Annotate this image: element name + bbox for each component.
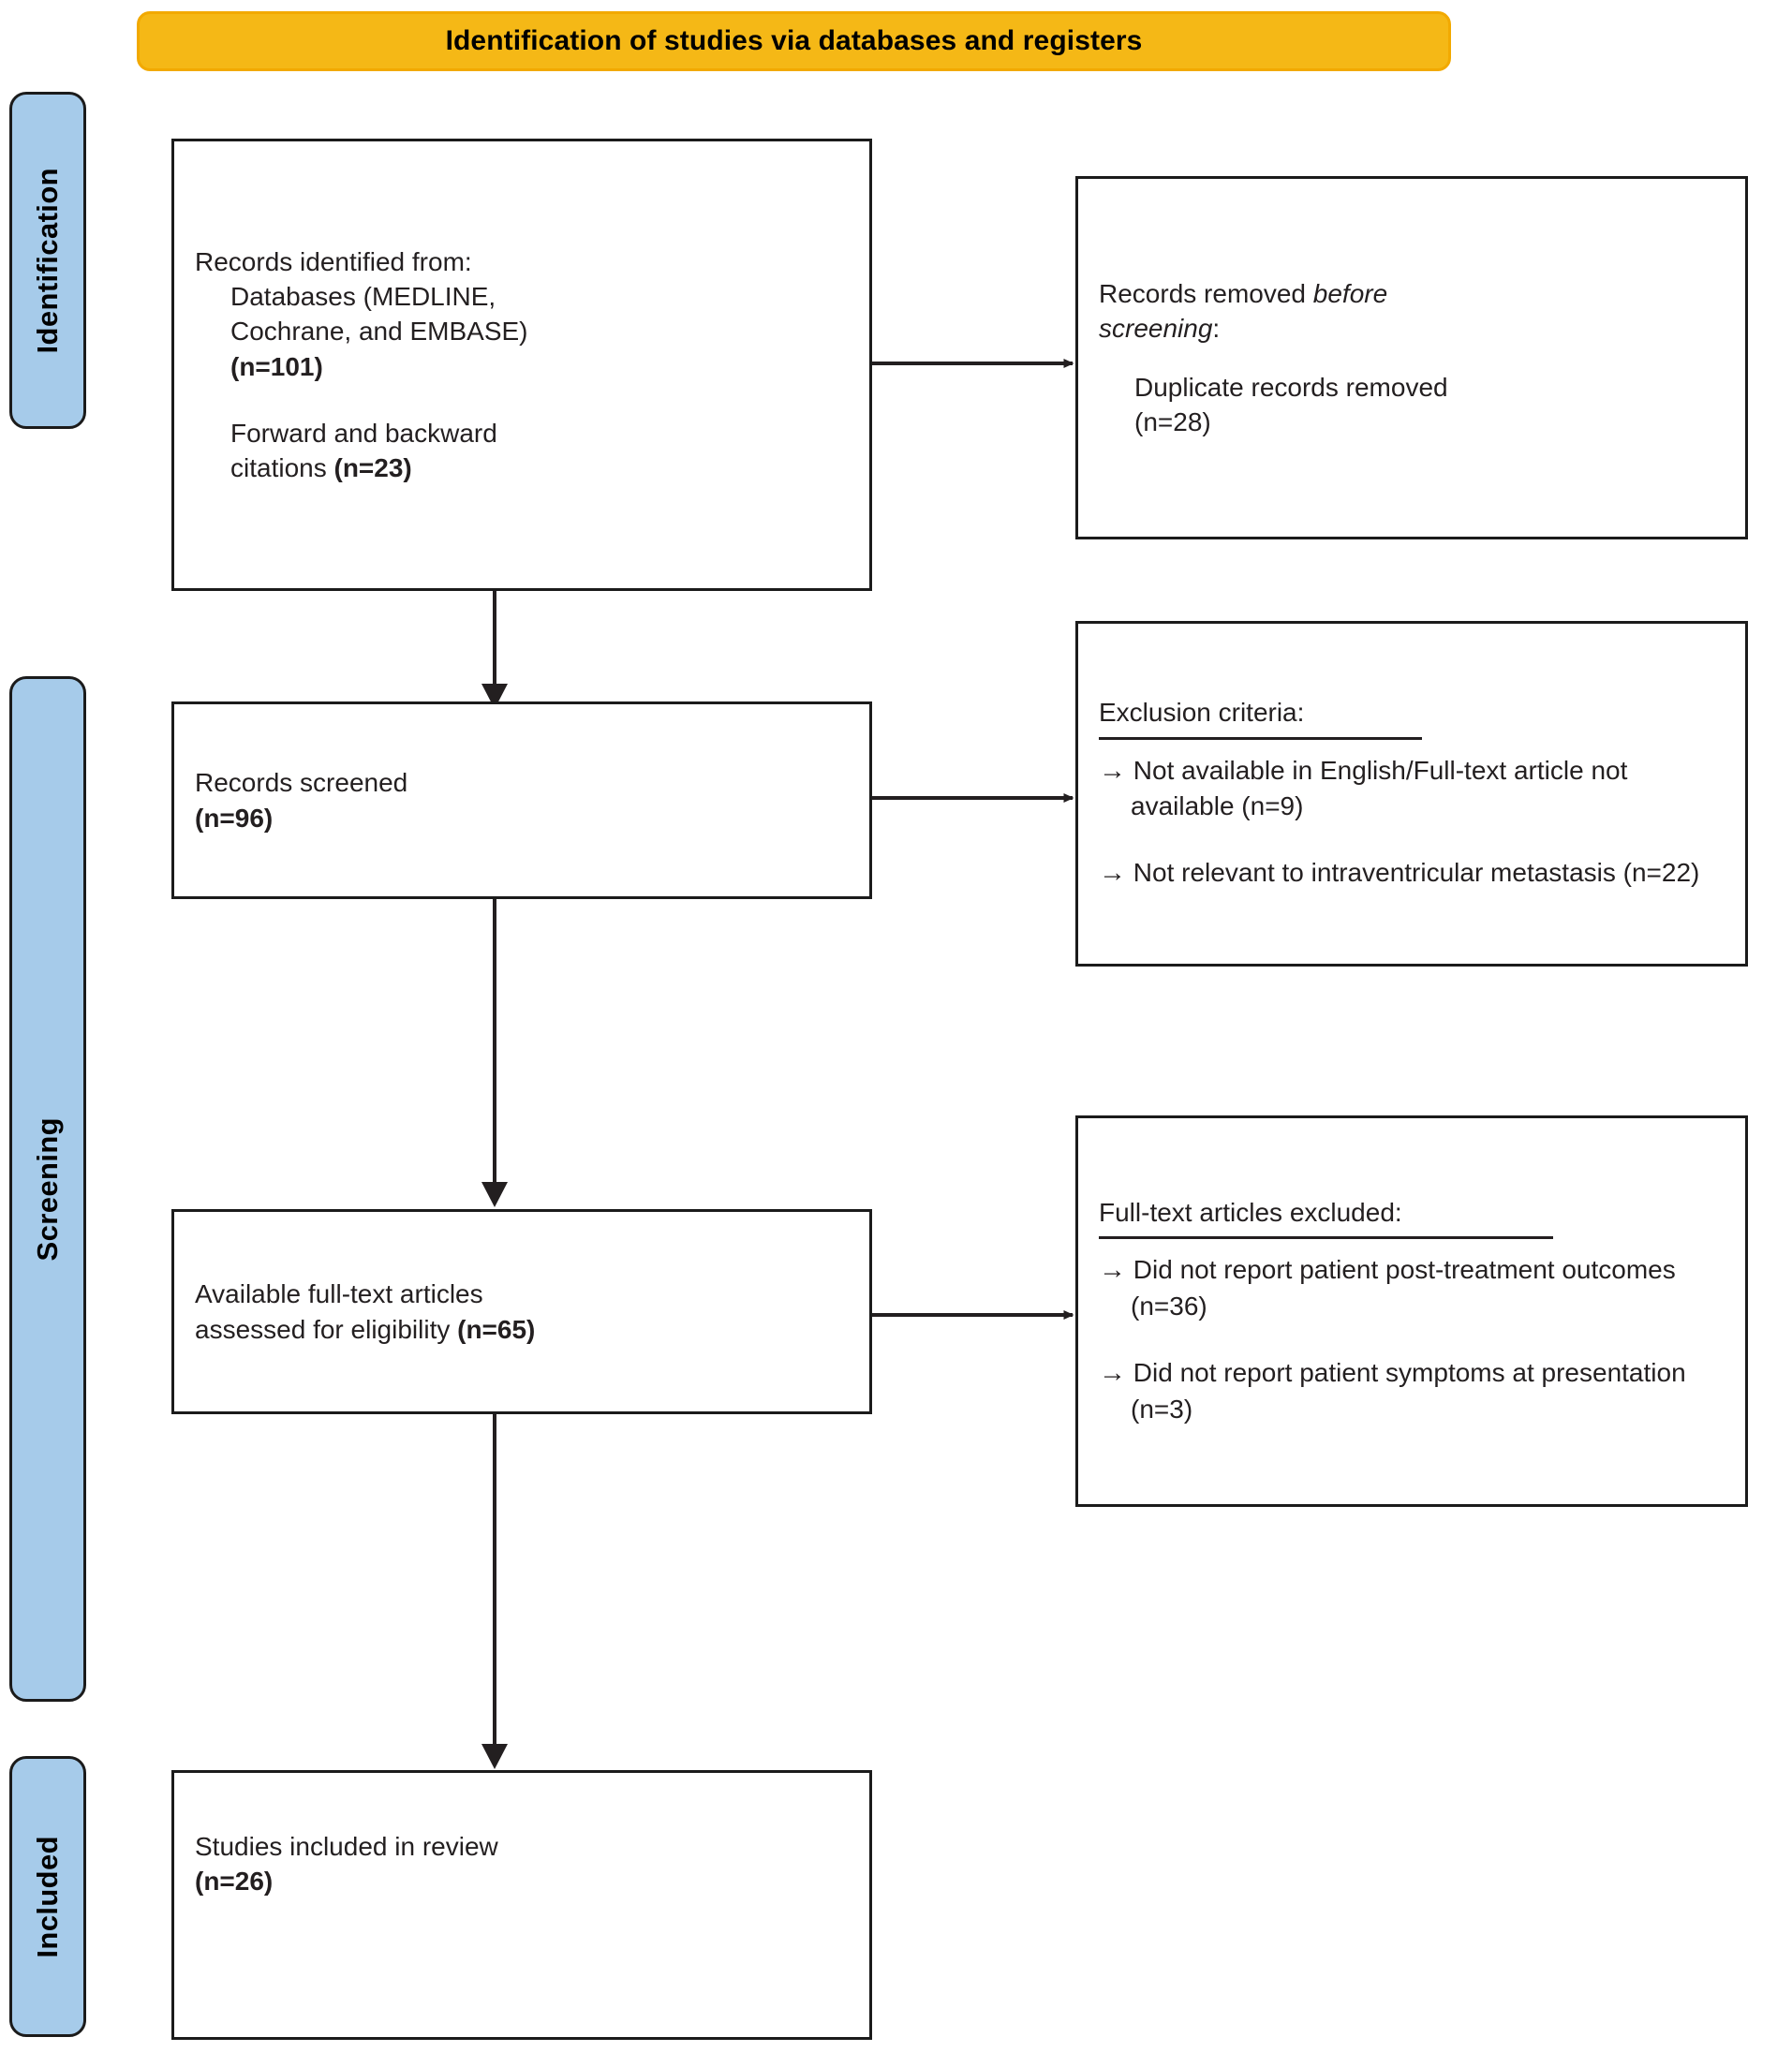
records-removed-line-1-text: Records removed xyxy=(1099,278,1313,308)
fulltext-excluded-heading: Full-text articles excluded: xyxy=(1099,1198,1402,1227)
right-arrow-icon: → xyxy=(1099,1255,1126,1286)
records-identified-line-4: Forward and backward xyxy=(230,418,497,448)
stage-label-screening: Screening xyxy=(31,1116,64,1262)
diagram-title-banner: Identification of studies via databases … xyxy=(137,11,1451,71)
records-identified-spacer xyxy=(195,384,849,416)
fulltext-excluded-bullet-2-text: Did not report patient symptoms at prese… xyxy=(1126,1358,1686,1424)
records-identified-line-5-text: citations xyxy=(230,452,334,482)
box-records-screened: Records screened (n=96) xyxy=(171,701,872,899)
right-arrow-icon: → xyxy=(1099,755,1126,786)
fulltext-excluded-heading-wrap: Full-text articles excluded: xyxy=(1099,1196,1725,1233)
box-exclusion-criteria: Exclusion criteria: → Not available in E… xyxy=(1075,621,1748,967)
exclusion-criteria-heading: Exclusion criteria: xyxy=(1099,698,1305,728)
records-identified-line-1: Records identified from: xyxy=(195,246,472,276)
exclusion-criteria-underline xyxy=(1099,736,1422,740)
exclusion-criteria-bullet-2: → Not relevant to intraventricular metas… xyxy=(1099,855,1725,892)
records-removed-line-2: screening: xyxy=(1099,311,1725,346)
exclusion-criteria-bullet-1-text: Not available in English/Full-text artic… xyxy=(1126,755,1628,821)
records-screened-line-1: Records screened xyxy=(195,768,408,798)
fulltext-assessed-line-2-text: assessed for eligibility xyxy=(195,1314,458,1344)
box-records-removed: Records removed before screening: Duplic… xyxy=(1075,176,1748,539)
records-identified-line-5: citations (n=23) xyxy=(195,450,849,485)
stage-label-included: Included xyxy=(31,1835,64,1958)
diagram-title: Identification of studies via databases … xyxy=(445,25,1143,56)
records-identified-count-2: (n=23) xyxy=(333,452,412,482)
right-arrow-icon: → xyxy=(1099,858,1126,889)
fulltext-assessed-line-2: assessed for eligibility (n=65) xyxy=(195,1312,849,1347)
box-fulltext-excluded: Full-text articles excluded: → Did not r… xyxy=(1075,1115,1748,1507)
arrowhead-to-assessed xyxy=(481,1182,508,1207)
records-identified-line-2: Databases (MEDLINE, xyxy=(230,282,496,312)
box-records-identified: Records identified from: Databases (MEDL… xyxy=(171,139,872,591)
exclusion-criteria-heading-wrap: Exclusion criteria: xyxy=(1099,696,1725,732)
records-removed-line-3: Duplicate records removed xyxy=(1134,373,1448,402)
records-removed-line-1: Records removed before xyxy=(1099,276,1725,311)
stage-label-identification: Identification xyxy=(31,167,64,354)
stage-bar-screening: Screening xyxy=(9,676,86,1702)
records-removed-line-2-italic: screening xyxy=(1099,313,1213,343)
fulltext-excluded-spacer xyxy=(1099,1323,1725,1355)
fulltext-excluded-underline xyxy=(1099,1236,1553,1240)
records-removed-count: (n=28) xyxy=(1134,407,1211,437)
records-screened-count: (n=96) xyxy=(195,803,274,833)
right-arrow-icon: → xyxy=(1099,1358,1126,1389)
exclusion-criteria-bullet-1: → Not available in English/Full-text art… xyxy=(1099,753,1725,824)
box-studies-included: Studies included in review (n=26) xyxy=(171,1770,872,2040)
box-fulltext-assessed: Available full-text articles assessed fo… xyxy=(171,1209,872,1414)
fulltext-assessed-count: (n=65) xyxy=(457,1314,536,1344)
studies-included-line-1: Studies included in review xyxy=(195,1831,498,1861)
fulltext-excluded-bullet-2: → Did not report patient symptoms at pre… xyxy=(1099,1355,1725,1426)
fulltext-excluded-bullet-1: → Did not report patient post-treatment … xyxy=(1099,1252,1725,1323)
fulltext-assessed-line-1: Available full-text articles xyxy=(195,1279,483,1309)
exclusion-criteria-bullet-2-text: Not relevant to intraventricular metasta… xyxy=(1126,858,1700,888)
fulltext-excluded-bullet-1-text: Did not report patient post-treatment ou… xyxy=(1126,1255,1676,1321)
records-identified-count-1: (n=101) xyxy=(230,351,323,381)
stage-bar-identification: Identification xyxy=(9,92,86,429)
records-identified-line-3: Cochrane, and EMBASE) xyxy=(230,317,528,347)
arrowhead-to-included xyxy=(481,1744,508,1769)
studies-included-count: (n=26) xyxy=(195,1867,274,1896)
exclusion-criteria-spacer xyxy=(1099,823,1725,855)
stage-bar-included: Included xyxy=(9,1756,86,2037)
records-removed-line-2-tail: : xyxy=(1212,313,1221,343)
records-removed-line-1-italic: before xyxy=(1312,278,1388,308)
